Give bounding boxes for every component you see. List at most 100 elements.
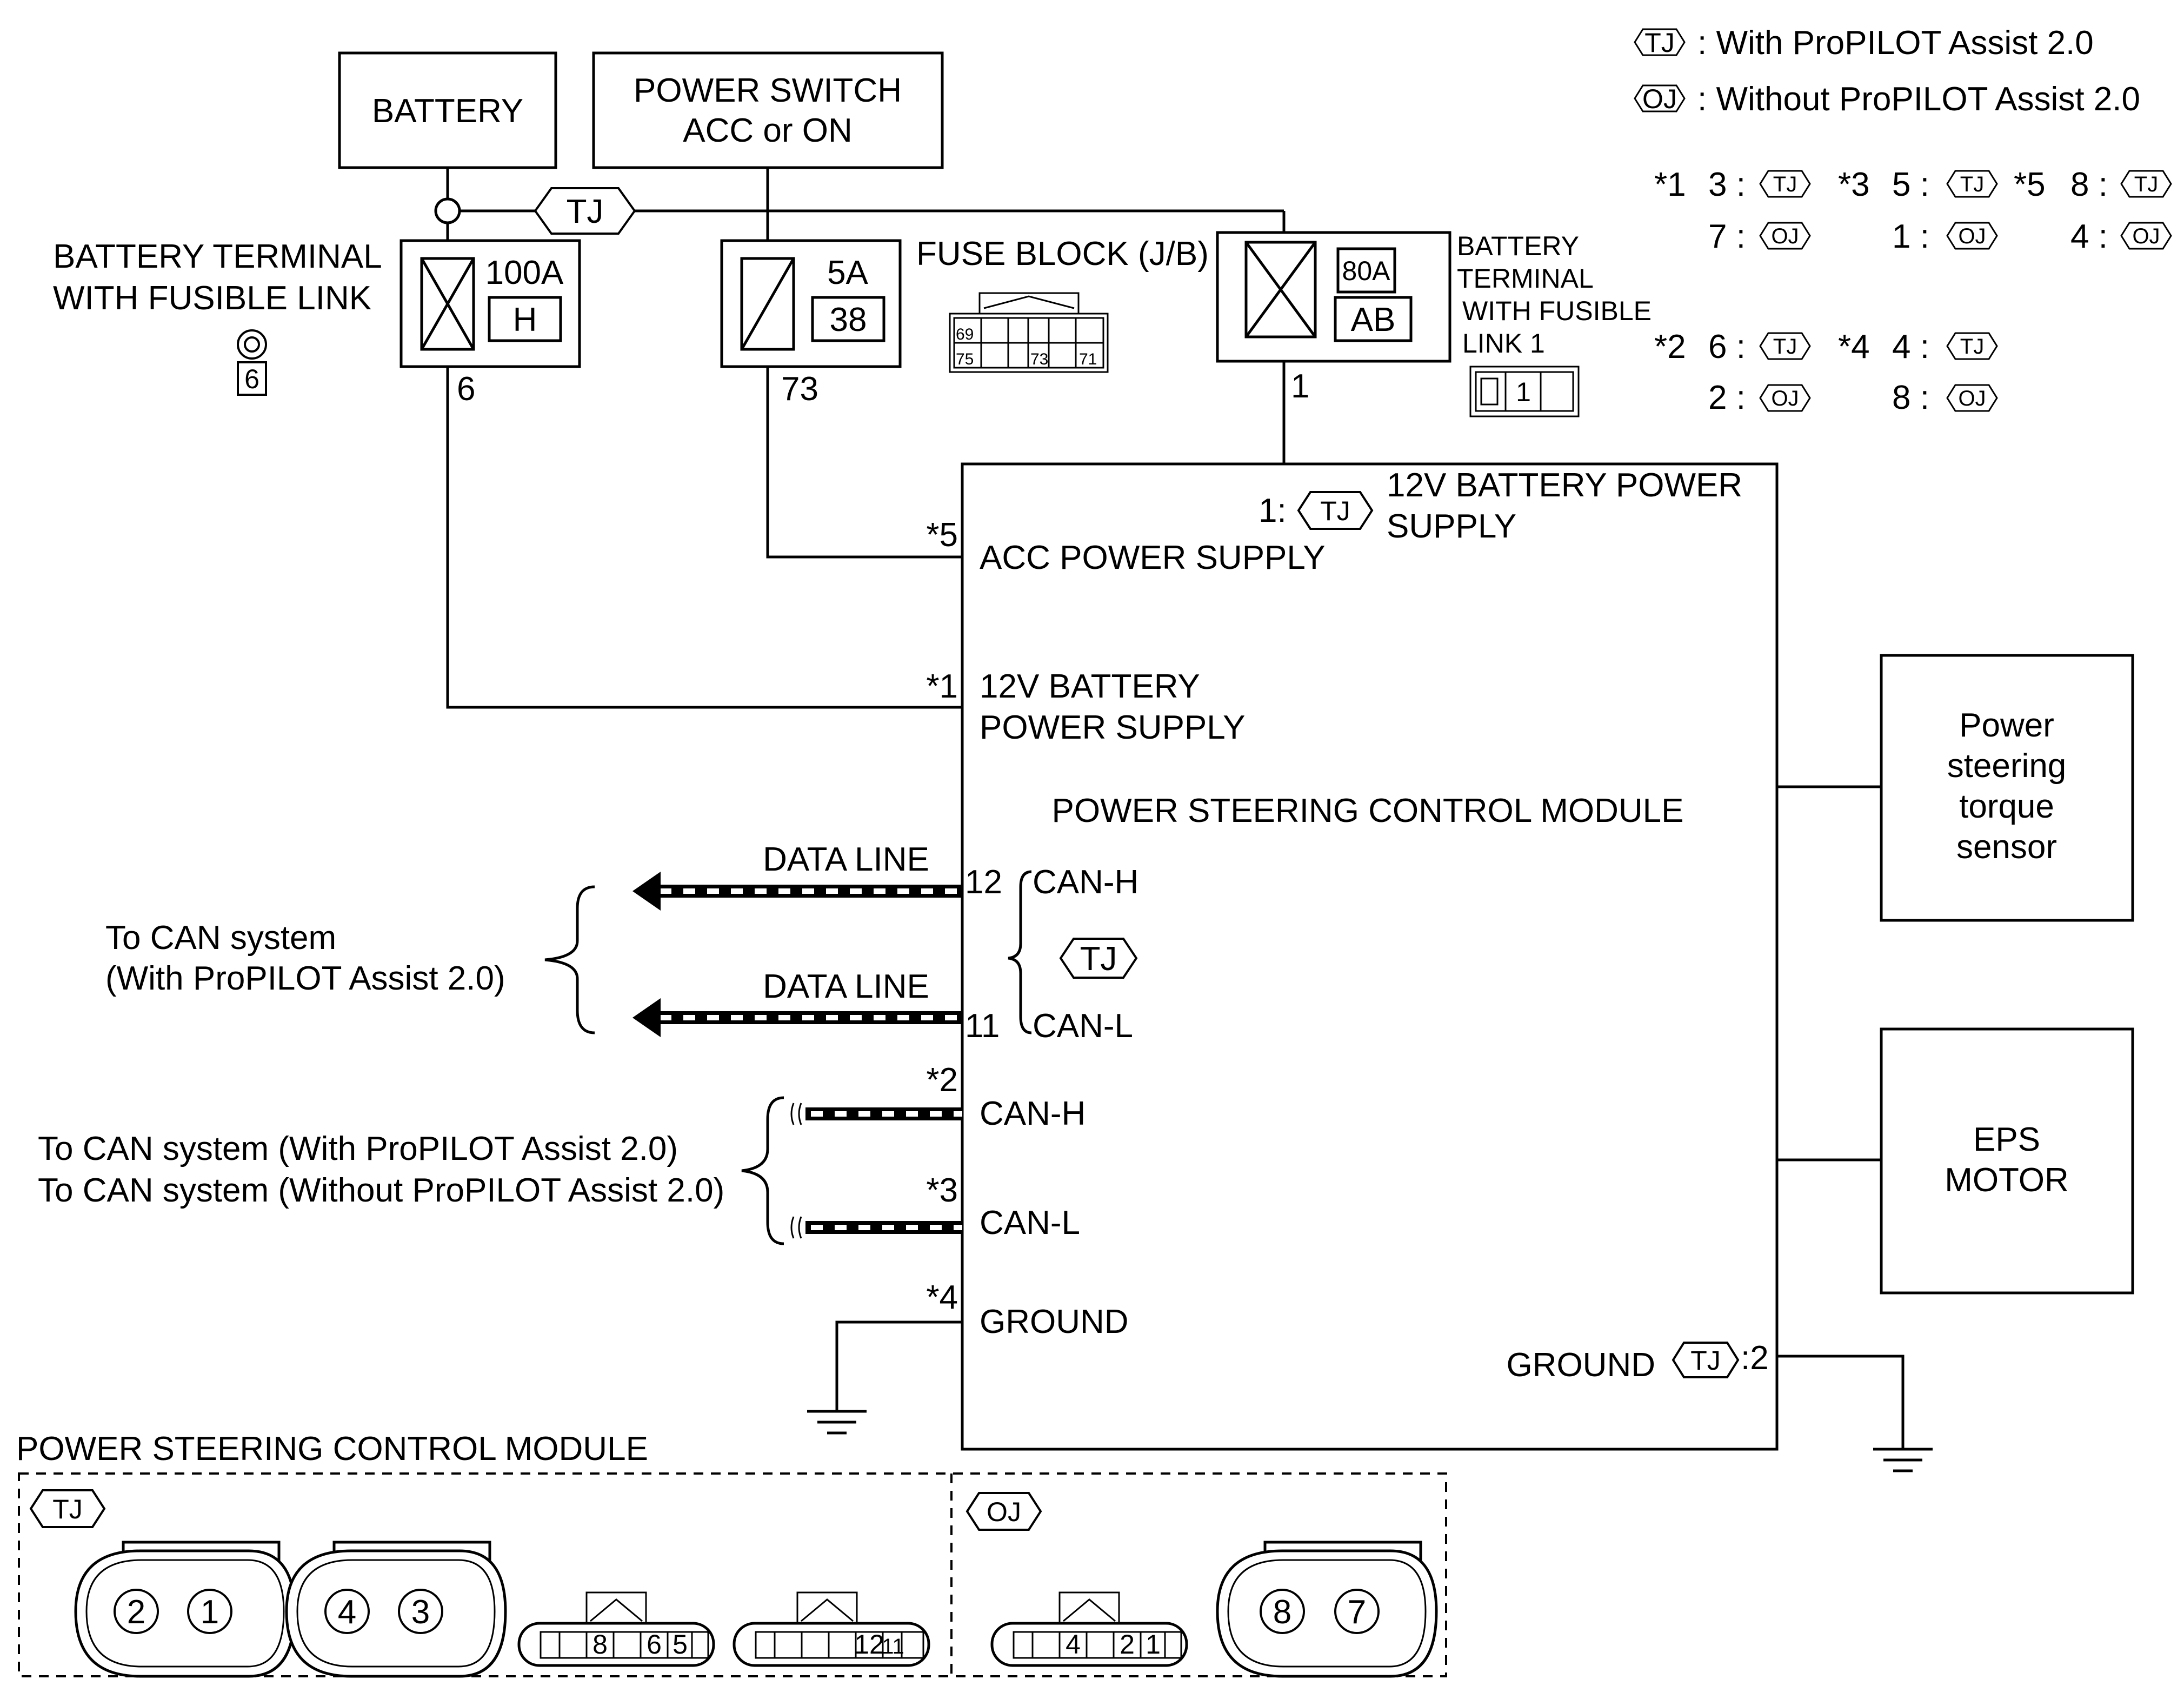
- note-2: *2 6 : TJ 2 : OJ: [1654, 328, 1811, 416]
- oj-tag-text: OJ: [2132, 224, 2160, 248]
- note-5: *5 8 : TJ 4 : OJ: [2014, 166, 2172, 255]
- acc-power-supply-label: ACC POWER SUPPLY: [980, 539, 1326, 576]
- note-4: *4 4 : TJ 8 : OJ: [1838, 328, 1998, 416]
- can-both-label-line2: To CAN system (Without ProPILOT Assist 2…: [38, 1172, 724, 1209]
- torque-sensor-box: Power steering torque sensor: [1880, 654, 2134, 922]
- can-h-2-mark: *2: [926, 1061, 958, 1099]
- can-h-2-label: CAN-H: [980, 1095, 1086, 1132]
- note-oj-pin: 1 :: [1892, 218, 1929, 255]
- tj-option-tag: TJ: [29, 1489, 106, 1528]
- note-tj-pin: 8 :: [2070, 166, 2108, 203]
- connector-pin: 12: [854, 1629, 884, 1660]
- battery-box: BATTERY: [338, 51, 557, 169]
- fusible-link-title-line2: WITH FUSIBLE LINK: [53, 280, 371, 317]
- tj-tag-text: TJ: [1690, 1345, 1721, 1376]
- connector-pin: 5: [672, 1629, 688, 1660]
- fuse-5a: 5A 38 73: [720, 239, 902, 408]
- legend-oj-text: : Without ProPILOT Assist 2.0: [1697, 81, 2140, 118]
- tj-tag-text: TJ: [2134, 172, 2158, 196]
- eps-motor-box: EPS MOTOR: [1880, 1027, 2134, 1295]
- note-tj-pin: 4 :: [1892, 328, 1929, 366]
- fuse-block-pin: 75: [956, 350, 974, 368]
- can-system-brace: [544, 885, 595, 1034]
- acc-power-supply-wire: [766, 367, 962, 559]
- fusible-link-100a: BATTERY TERMINAL WITH FUSIBLE LINK 100A …: [53, 238, 581, 408]
- note-mark: *4: [1838, 328, 1870, 366]
- can-system-label: To CAN system: [105, 919, 336, 957]
- note-oj-pin: 8 :: [1892, 379, 1929, 416]
- fuse-terminal: 73: [781, 370, 818, 408]
- oj-tag-text: OJ: [987, 1497, 1021, 1527]
- tj-tag-text: TJ: [1644, 28, 1675, 58]
- tj-tag-text: TJ: [52, 1494, 83, 1524]
- fusible-link-rating: 100A: [485, 254, 564, 291]
- note-mark: *5: [2014, 166, 2046, 203]
- tj-option-tag: TJ: [1297, 491, 1374, 530]
- tj-tag-text: TJ: [1960, 172, 1984, 196]
- fuse-block-pin: 73: [1030, 350, 1048, 368]
- fusible-link-title: BATTERY TERMINAL: [53, 238, 382, 275]
- oj-option-tag: OJ: [2120, 222, 2172, 250]
- ground-symbol: [1873, 1390, 1933, 1471]
- fusible-link-1-title: BATTERY: [1457, 231, 1579, 261]
- tj-tag-text: TJ: [1773, 335, 1797, 359]
- can-l-pin-number: 11: [965, 1007, 1000, 1045]
- oj-option-tag: OJ: [1759, 222, 1811, 250]
- can-h-pin-number: 12: [965, 864, 1002, 901]
- wire-break-icon: [790, 1103, 802, 1125]
- connector-views: POWER STEERING CONTROL MODULE TJ OJ 2 1 …: [16, 1430, 1447, 1678]
- note-1: *1 3 : TJ 7 : OJ: [1654, 166, 1811, 255]
- connector-pin: 8: [1273, 1594, 1291, 1631]
- data-line-arrow: [632, 998, 661, 1037]
- ring-terminal-number: 6: [244, 364, 259, 394]
- note-tj-pin: 5 :: [1892, 166, 1929, 203]
- terminal-notes: *1 3 : TJ 7 : OJ *3 5 : TJ 1 : OJ *5 8 :…: [1654, 166, 2172, 416]
- tj-battery-pin-number: 1:: [1259, 492, 1287, 529]
- tj-flat-connector-b: 12 11: [733, 1591, 930, 1667]
- ring-terminal-icon: 6: [237, 329, 267, 396]
- connector-pin: 11: [882, 1635, 904, 1658]
- oj-tag-text: OJ: [1771, 387, 1799, 410]
- can-both-brace: [741, 1096, 784, 1245]
- torque-sensor-label-line3: torque: [1959, 788, 2054, 825]
- tj-round-connector-b: 4 3: [285, 1541, 507, 1678]
- note-oj-pin: 7 :: [1708, 218, 1746, 255]
- can-both-label: To CAN system (With ProPILOT Assist 2.0): [38, 1130, 678, 1167]
- power-switch-mode-label: ACC or ON: [683, 112, 852, 149]
- module-title: POWER STEERING CONTROL MODULE: [1052, 792, 1684, 829]
- legend-tj-row: TJ : With ProPILOT Assist 2.0: [1634, 24, 2094, 62]
- splice-point: [434, 197, 461, 224]
- tj-option-tag: TJ: [1946, 170, 1998, 198]
- tj-ground-label: GROUND: [1506, 1346, 1655, 1384]
- note-oj-pin: 2 :: [1708, 379, 1746, 416]
- connector-views-title: POWER STEERING CONTROL MODULE: [16, 1430, 648, 1468]
- tj-ground-pin-number: :2: [1741, 1339, 1769, 1377]
- fuse-block-pin: 69: [956, 326, 974, 343]
- note-mark: *3: [1838, 166, 1870, 203]
- fusible-link-1-rating: 80A: [1342, 256, 1391, 286]
- can-l-2-label: CAN-L: [980, 1204, 1080, 1242]
- fusible-link-1-title-line3: WITH FUSIBLE: [1462, 296, 1652, 326]
- battery-power-supply-label-line2: POWER SUPPLY: [980, 709, 1246, 746]
- note-tj-pin: 3 :: [1708, 166, 1746, 203]
- tj-tag-text: TJ: [1320, 496, 1350, 526]
- can-l-2-mark: *3: [926, 1172, 958, 1209]
- note-mark: *2: [1654, 328, 1686, 366]
- oj-option-tag: OJ: [1946, 222, 1998, 250]
- fuse-code: 38: [830, 301, 867, 339]
- tj-tag-text: TJ: [1080, 940, 1117, 978]
- can-tj-brace: [1008, 870, 1032, 1034]
- battery-pin-mark: *1: [926, 668, 958, 705]
- tj-option-tag: TJ: [1672, 1342, 1740, 1378]
- data-line-arrow: [632, 872, 661, 911]
- torque-sensor-label-line2: steering: [1947, 747, 2067, 785]
- fusible-link-1-title-line4: LINK 1: [1462, 328, 1545, 359]
- tj-tag-text: TJ: [1960, 335, 1984, 359]
- battery-label: BATTERY: [372, 92, 523, 130]
- tj-option-tag: TJ: [1634, 28, 1686, 58]
- tj-flat-connector-a: 8 6 5: [517, 1591, 715, 1667]
- connector-pin: 4: [1066, 1629, 1081, 1660]
- oj-option-tag: OJ: [1634, 84, 1686, 114]
- fusible-link-terminal: 6: [457, 370, 475, 408]
- note-mark: *1: [1654, 166, 1686, 203]
